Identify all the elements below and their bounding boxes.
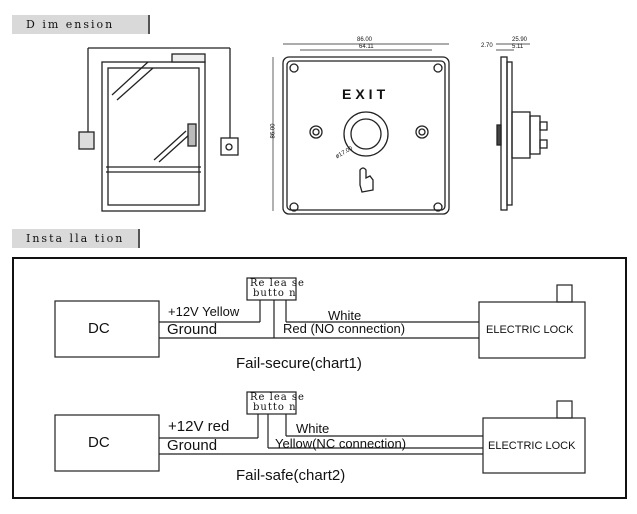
side-view-drawing [496, 43, 548, 211]
dim-side-2: 25.90 [512, 37, 528, 43]
dimension-header: D im ension [12, 15, 150, 34]
chart2-caption: Fail-safe(chart2) [236, 467, 346, 484]
installation-frame [12, 257, 627, 499]
chart1-electric-lock: ELECTRIC LOCK [486, 324, 574, 336]
chart1-release-line2: butto n [253, 288, 297, 299]
chart2-electric-lock: ELECTRIC LOCK [488, 440, 576, 452]
chart1-wire-ground: Ground [167, 321, 218, 338]
chart2-wire-ground: Ground [167, 437, 218, 454]
chart1-caption: Fail-secure(chart1) [236, 355, 362, 372]
chart1-wire-power: +12V Yellow [168, 304, 240, 319]
chart2-release-line1: Re lea se [250, 392, 305, 403]
chart1-wire-white: White [328, 308, 362, 323]
chart2-dc: DC [88, 434, 110, 451]
plate-exit-label: EXIT [342, 86, 390, 102]
door-illustration [78, 47, 239, 212]
dim-height: 86.00 [270, 123, 277, 139]
chart1-wire-red: Red (NO connection) [283, 321, 406, 336]
dim-width-inner: 64.11 [359, 44, 374, 50]
chart1-dc: DC [88, 320, 110, 337]
wiring-chart2 [54, 391, 586, 474]
chart2-wire-white: White [296, 421, 330, 436]
chart1-release-line1: Re lea se [250, 278, 305, 289]
chart2-wire-yellow: Yellow(NC connection) [275, 436, 407, 451]
dim-side-1: 2.70 [481, 43, 493, 49]
front-plate-drawing [272, 43, 450, 215]
chart2-wire-power: +12V red [168, 418, 230, 435]
chart2-release-line2: butto n [253, 402, 297, 413]
wiring-chart1 [54, 277, 586, 359]
dim-side-3: 5.11 [512, 44, 524, 50]
dim-width-outer: 86.00 [357, 37, 373, 43]
installation-header: Insta lla tion [12, 229, 140, 248]
